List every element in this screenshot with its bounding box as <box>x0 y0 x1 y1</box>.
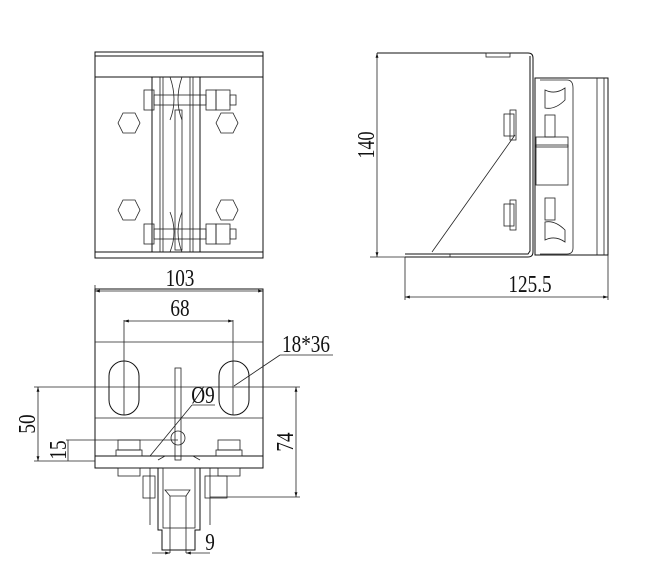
dim-125-5: 125.5 <box>508 271 551 298</box>
bolt-top <box>143 89 237 111</box>
dim-50: 50 <box>14 414 41 433</box>
side-view: 140 125.5 <box>353 52 609 300</box>
dim-74: 74 <box>272 432 299 451</box>
dim-68: 68 <box>170 295 189 322</box>
dim-140: 140 <box>353 132 380 159</box>
plan-view: 103 68 18*36 Ø9 50 15 74 9 <box>14 265 333 556</box>
front-view <box>94 51 264 259</box>
dim-slot-size: 18*36 <box>282 331 330 358</box>
bolt-bottom <box>143 223 237 245</box>
dim-15: 15 <box>45 440 72 459</box>
dim-103: 103 <box>166 265 195 292</box>
slot-right <box>218 360 250 416</box>
hole-icon <box>170 430 186 446</box>
dim-hole-diameter: Ø9 <box>191 382 214 409</box>
hex-nut-icons <box>117 112 239 221</box>
dim-9: 9 <box>205 529 215 556</box>
